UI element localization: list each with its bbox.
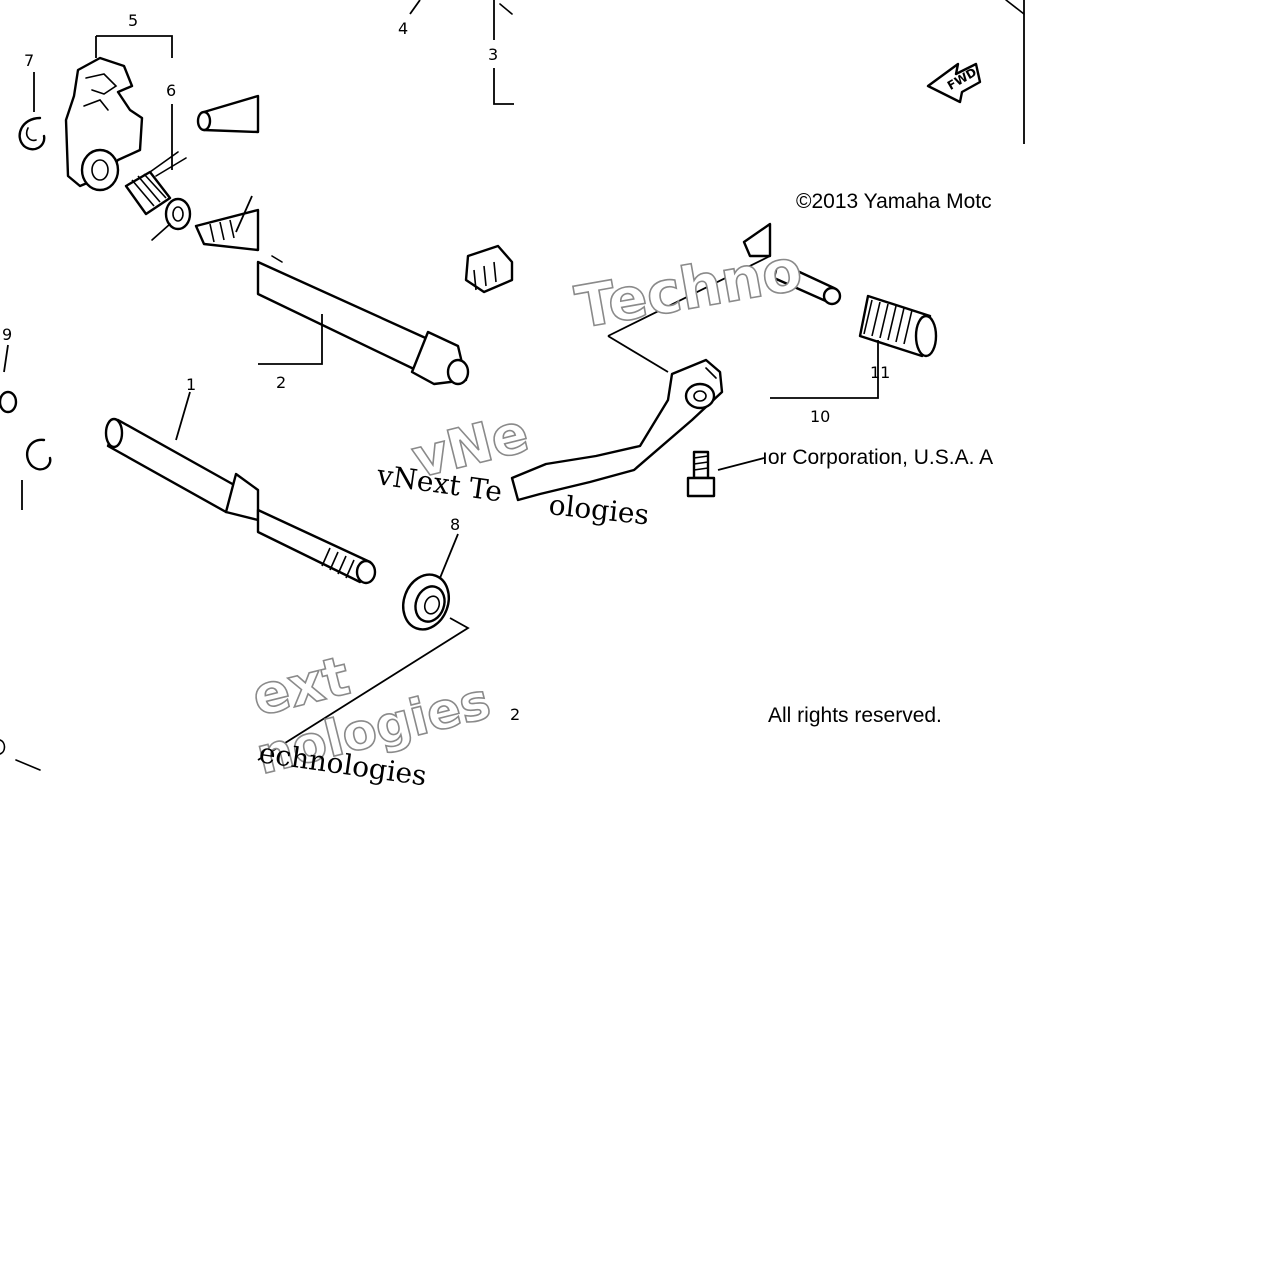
callout-leaders xyxy=(33,35,253,233)
callout-7: 7 xyxy=(24,51,34,70)
copyright-notice: ©2013 Yamaha Motc ıor Corporation, U.S.A… xyxy=(762,190,993,727)
forward-direction-arrow: FWD xyxy=(926,0,1025,144)
callout-3: 3 xyxy=(488,45,498,64)
callout-4: 4 xyxy=(398,19,408,38)
callout-6: 6 xyxy=(166,81,176,100)
copyright-line-3: All rights reserved. xyxy=(768,704,942,727)
pedal-pin-and-rubber xyxy=(742,222,938,399)
copyright-line-2: ıor Corporation, U.S.A. A xyxy=(762,446,993,469)
shift-arm-assembly xyxy=(0,56,192,771)
watermark-techno: Techno xyxy=(571,235,807,342)
shift-shaft xyxy=(104,391,377,585)
shaft-fragment-top xyxy=(409,0,514,294)
callout-2-fragment: 2 xyxy=(510,705,520,724)
callout-2: 2 xyxy=(276,373,286,392)
shift-pedal xyxy=(510,255,771,502)
callout-5: 5 xyxy=(128,11,138,30)
callout-9: 9 xyxy=(2,325,12,344)
watermarks: Techno vNe vNext Te ologies ext nologies… xyxy=(245,234,808,792)
callout-11: 11 xyxy=(870,363,890,382)
oil-seal xyxy=(257,533,470,761)
shift-guide-shaft xyxy=(256,255,470,386)
callout-1: 1 xyxy=(186,375,196,394)
watermark-ologies: ologies xyxy=(547,488,650,531)
callout-10: 10 xyxy=(810,407,830,426)
upper-shaft-left xyxy=(194,94,260,252)
pedal-bolt xyxy=(686,450,765,498)
copyright-line-1: ©2013 Yamaha Motc xyxy=(796,190,992,213)
callout-8: 8 xyxy=(450,515,460,534)
callout-labels: 1 2 3 4 5 6 7 8 9 10 11 2 xyxy=(2,11,890,724)
